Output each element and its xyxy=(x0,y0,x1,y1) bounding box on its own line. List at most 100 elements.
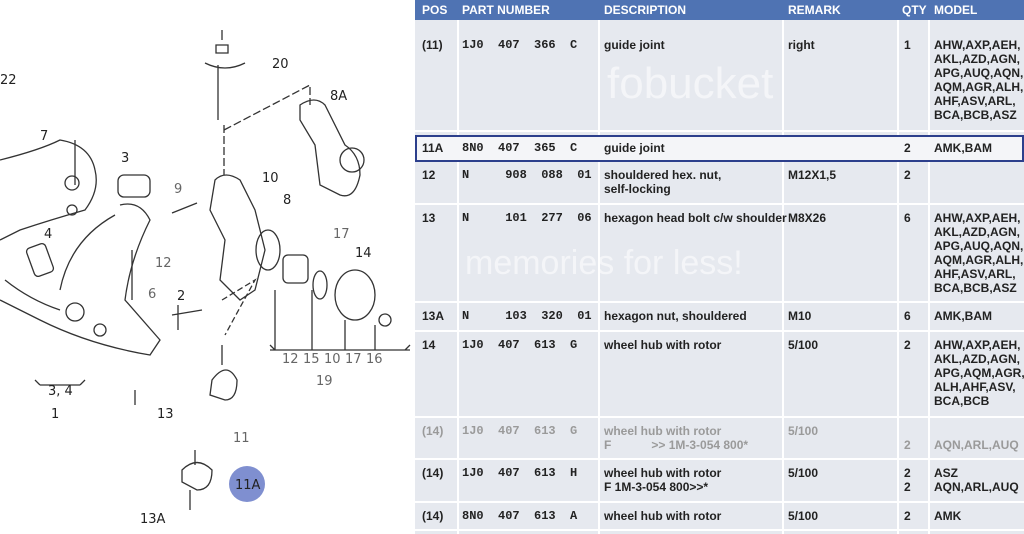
label-19-15: 15 xyxy=(303,352,320,367)
cell-pos: (14) xyxy=(422,424,444,438)
label-17: 17 xyxy=(333,227,350,242)
cell-description: shouldered hex. nut, self-locking xyxy=(604,168,722,196)
header-pos: POS xyxy=(422,3,448,17)
label-19-16: 16 xyxy=(366,352,383,367)
cell-qty: 2 xyxy=(904,438,911,452)
wheel-hub-part xyxy=(334,269,376,321)
cell-description: wheel hub with rotor xyxy=(604,509,722,523)
header-description: DESCRIPTION xyxy=(604,3,687,17)
cell-remark: 5/100 xyxy=(788,338,819,352)
steering-knuckle-8a-part xyxy=(299,99,361,197)
cell-description: wheel hub with rotor F >> 1M-3-054 800* xyxy=(604,424,749,452)
column-divider xyxy=(598,0,600,534)
cell-description: hexagon head bolt c/w shoulder xyxy=(604,211,787,225)
header-part-number: PART NUMBER xyxy=(462,3,550,17)
cell-remark: 5/100 xyxy=(788,466,819,480)
cell-qty: 2 xyxy=(904,168,911,182)
table-row[interactable]: (11) 1J0 407 366 C guide joint right 1 AHW,AX… xyxy=(415,32,1024,132)
cell-qty: 2 xyxy=(904,338,911,352)
ball-joint-11a-part xyxy=(181,450,213,510)
cell-qty: 6 xyxy=(904,309,911,323)
cell-pos: (14) xyxy=(422,466,444,480)
label-3-4: 3, 4 xyxy=(48,384,73,399)
header-remark: REMARK xyxy=(788,3,841,17)
cell-pos: 12 xyxy=(422,168,436,182)
header-qty: QTY xyxy=(902,3,927,17)
parts-table: POS PART NUMBER DESCRIPTION REMARK QTY M… xyxy=(415,0,1024,534)
cell-qty: 2 2 xyxy=(904,466,911,494)
label-19: 19 xyxy=(316,374,333,389)
cell-part-number: 1J0 407 613 G xyxy=(462,338,578,352)
table-row[interactable]: (14) 1J0 407 613 G wheel hub with rotor F … xyxy=(415,418,1024,460)
cell-pos: (11) xyxy=(422,38,443,52)
cell-qty: 2 xyxy=(904,141,911,155)
ball-joint-part xyxy=(209,345,238,401)
table-row[interactable]: 13A N 103 320 01 hexagon nut, shouldered M1… xyxy=(415,303,1024,332)
column-divider xyxy=(928,0,930,534)
cell-remark: right xyxy=(788,38,815,52)
column-divider xyxy=(782,0,784,534)
cell-description: wheel hub with rotor F 1M-3-054 800>>* xyxy=(604,466,722,494)
cell-part-number: N 908 088 01 xyxy=(462,168,592,182)
steering-knuckle-part xyxy=(209,174,266,301)
label-19-17: 17 xyxy=(345,352,362,367)
label-8a: 8A xyxy=(330,89,347,104)
cell-pos: 14 xyxy=(422,338,436,352)
cell-model: AMK xyxy=(934,509,962,523)
label-11a: 11A xyxy=(235,478,261,493)
label-9: 9 xyxy=(174,182,182,197)
column-divider xyxy=(457,0,459,534)
label-4: 4 xyxy=(44,227,52,242)
column-divider xyxy=(897,0,899,534)
table-row[interactable]: 11A 8N0 407 365 C guide joint 2 AMK,BAM xyxy=(415,135,1024,162)
cell-model: AMK,BAM xyxy=(934,309,992,323)
cell-model: AHW,AXP,AEH, AKL,AZD,AGN, APG,AUQ,AQN, A… xyxy=(934,211,1024,295)
cell-part-number: 1J0 407 366 C xyxy=(462,38,578,52)
label-14: 14 xyxy=(355,246,372,261)
cell-part-number: 1J0 407 613 G xyxy=(462,424,578,438)
label-6: 6 xyxy=(148,287,156,302)
cell-pos: (14) xyxy=(422,509,444,523)
cell-part-number: 8N0 407 613 A xyxy=(462,509,578,523)
cell-remark: M10 xyxy=(788,309,812,323)
table-row[interactable]: 12 N 908 088 01 shouldered hex. nut, self-… xyxy=(415,162,1024,205)
label-11: 11 xyxy=(233,431,250,446)
label-2: 2 xyxy=(177,289,185,304)
label-20: 20 xyxy=(272,57,289,72)
cell-part-number: 8N0 407 365 C xyxy=(462,141,578,155)
bushing-part xyxy=(117,174,151,198)
cell-description: guide joint xyxy=(604,38,665,52)
cell-model: AMK,BAM xyxy=(934,141,992,155)
cell-model: AQN,ARL,AUQ xyxy=(934,438,1019,452)
cell-part-number: N 101 277 06 xyxy=(462,211,592,225)
cell-model: AHW,AXP,AEH, AKL,AZD,AGN, APG,AUQ,AQN, A… xyxy=(934,38,1024,122)
cell-model: ASZ AQN,ARL,AUQ xyxy=(934,466,1019,494)
label-22: 22 xyxy=(0,73,17,88)
label-13: 13 xyxy=(157,407,174,422)
cell-part-number: N 103 320 01 xyxy=(462,309,592,323)
cell-remark: M8X26 xyxy=(788,211,827,225)
cell-description: wheel hub with rotor xyxy=(604,338,722,352)
cell-description: guide joint xyxy=(604,141,665,155)
label-1: 1 xyxy=(51,407,59,422)
subframe-part xyxy=(0,139,97,241)
label-7: 7 xyxy=(40,129,48,144)
label-13a: 13A xyxy=(140,512,166,527)
label-19-10: 10 xyxy=(324,352,341,367)
table-row[interactable]: (14) 8N0 407 613 A wheel hub with rotor 5/1… xyxy=(415,503,1024,531)
strut-part xyxy=(204,30,246,120)
cell-pos: 11A xyxy=(422,141,444,155)
table-row[interactable]: 14 1J0 407 613 G wheel hub with rotor 5/100… xyxy=(415,332,1024,418)
cell-description: hexagon nut, shouldered xyxy=(604,309,747,323)
label-8: 8 xyxy=(283,193,291,208)
label-10: 10 xyxy=(262,171,279,186)
cell-remark: 5/100 xyxy=(788,424,819,438)
cell-qty: 1 xyxy=(904,38,911,52)
cell-pos: 13A xyxy=(422,309,445,323)
table-header: POS PART NUMBER DESCRIPTION REMARK QTY M… xyxy=(415,0,1024,20)
cell-remark: M12X1,5 xyxy=(788,168,837,182)
cell-remark: 5/100 xyxy=(788,509,819,523)
label-3: 3 xyxy=(121,151,129,166)
